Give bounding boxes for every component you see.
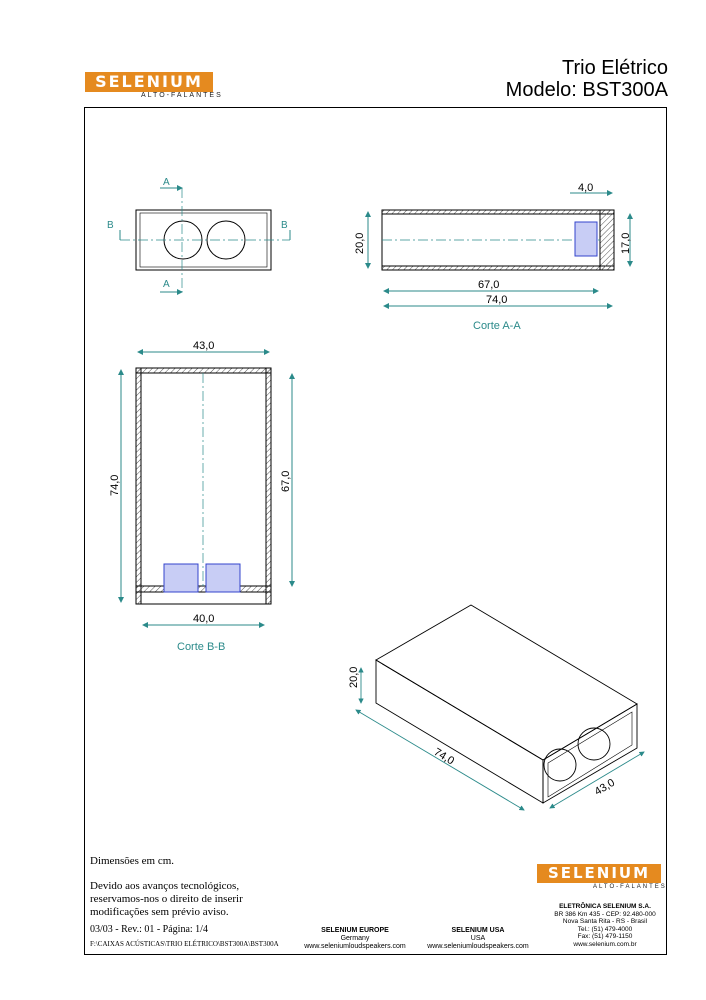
drawing-frame [84,107,667,955]
file-path: F:\CAIXAS ACÚSTICAS\TRIO ELÉTRICO\BST300… [90,940,279,948]
dim-bb-inner-length: 67,0 [280,471,292,492]
section-aa [365,190,633,309]
disclaimer-line-3: modificações sem prévio aviso. [90,906,229,918]
brazil-fax: Fax: (51) 479-1150 [577,933,633,940]
footer-usa: SELENIUM USA USA www.seleniumloudspeaker… [422,927,534,951]
brazil-address: BR 386 Km 435 - CEP: 92.480-000 [554,910,656,918]
section-mark-b-left: B [107,220,114,231]
dim-iso-length: 74,0 [432,746,457,767]
front-view [119,185,291,295]
dim-bb-length: 74,0 [109,475,121,496]
section-bb [118,349,295,628]
brazil-city: Nova Santa Rita - RS - Brasil [562,918,648,925]
units-note: Dimensões em cm. [90,855,175,867]
dim-aa-height: 20,0 [354,233,366,254]
europe-name: SELENIUM EUROPE [321,927,389,934]
section-mark-a-bottom: A [163,279,170,290]
dim-iso-height: 20,0 [348,667,360,688]
dim-aa-length: 74,0 [486,294,507,306]
disclaimer-line-1: Devido aos avanços tecnológicos, [90,880,240,892]
usa-name: SELENIUM USA [451,927,505,934]
usa-country: USA [470,935,486,942]
disclaimer-line-2: reservamos-nos o direito de inserir [90,893,243,905]
iso-view [355,604,645,811]
logo-subtext: ALTO-FALANTES [141,92,223,99]
dim-bb-inner-width: 40,0 [193,613,214,625]
section-mark-a-top: A [163,177,170,188]
europe-site[interactable]: www.seleniumloudspeakers.com [304,943,406,950]
title-line-2: Modelo: BST300A [505,79,668,101]
caption-section-aa: Corte A-A [473,320,521,332]
driver-right [205,563,241,593]
dim-bb-width: 43,0 [193,340,214,352]
footer-europe: SELENIUM EUROPE Germany www.seleniumloud… [300,927,410,951]
dim-aa-inner-height: 17,0 [620,233,632,254]
dim-aa-inner-length: 67,0 [478,279,499,291]
driver-left [163,563,199,593]
title-line-1: Trio Elétrico [562,57,668,79]
brazil-site[interactable]: www.selenium.com.br [573,940,637,948]
usa-site[interactable]: www.seleniumloudspeakers.com [427,943,529,950]
logo-subtext-footer: ALTO-FALANTES [593,884,667,890]
footer-brazil: ELETRÔNICA SELENIUM S.A. BR 386 Km 435 -… [546,903,664,948]
section-mark-b-right: B [281,220,288,231]
brazil-tel: Tel.: (51) 479-4000 [577,925,633,933]
selenium-logo: SELENIUM [85,72,213,92]
driver-side-view [574,221,598,257]
selenium-logo-footer: SELENIUM [537,864,661,883]
caption-section-bb: Corte B-B [177,641,225,653]
europe-country: Germany [340,935,370,942]
dim-aa-wall: 4,0 [578,182,593,194]
revision-info: 03/03 - Rev.: 01 - Página: 1/4 [90,924,208,935]
brazil-name: ELETRÔNICA SELENIUM S.A. [559,903,651,910]
